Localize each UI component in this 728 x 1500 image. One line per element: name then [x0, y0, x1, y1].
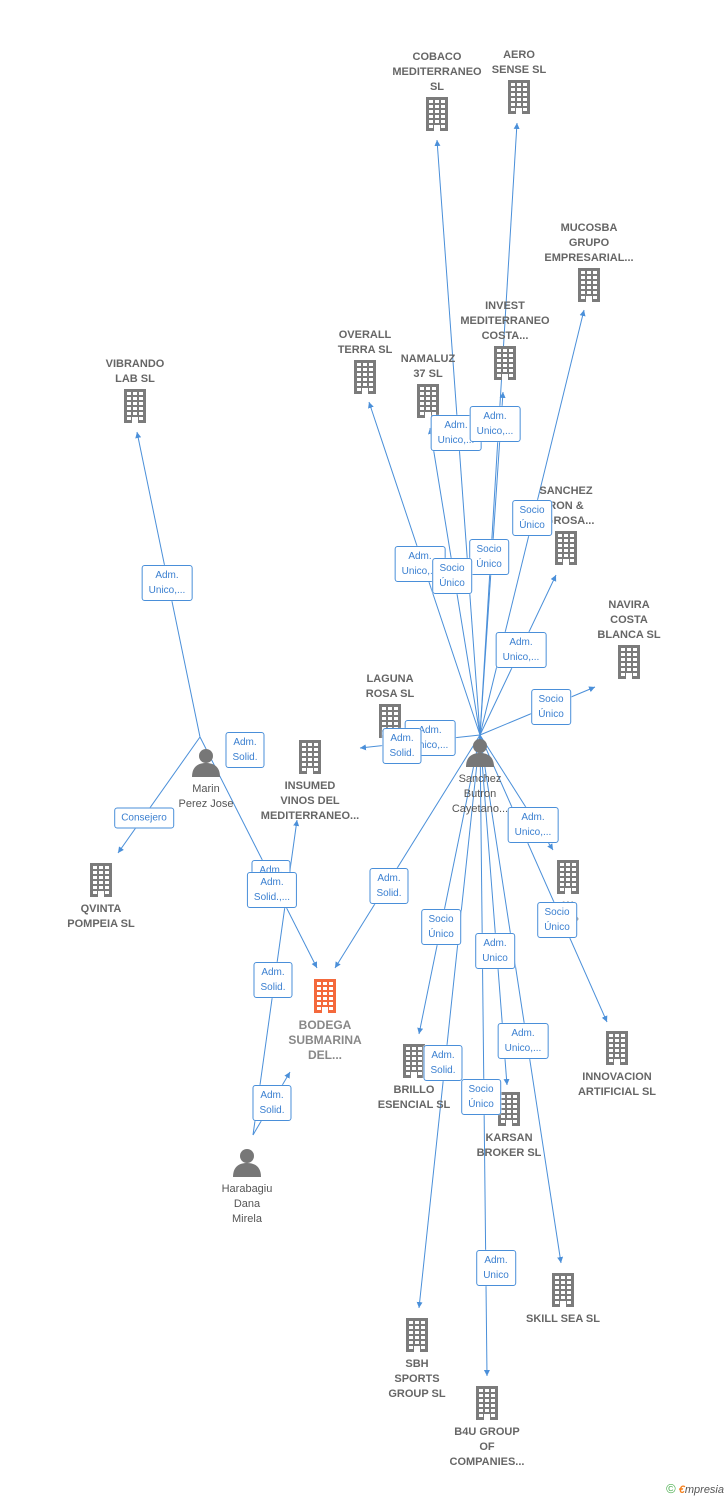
- node-label: Sanchez Butron Cayetano...: [451, 773, 509, 815]
- person-icon: [177, 1147, 317, 1182]
- relation-badge[interactable]: Socio Único: [461, 1079, 501, 1115]
- node-qvinta[interactable]: QVINTA POMPEIA SL: [31, 861, 171, 932]
- building-icon: [559, 643, 699, 684]
- edge-sanchez-to-sbh: [416, 734, 481, 1309]
- node-label: COBACO MEDITERRANEO SL: [392, 51, 482, 93]
- relation-badge[interactable]: Adm. Solid.,...: [246, 872, 298, 908]
- node-innovacion[interactable]: INNOVACION ARTIFICIAL SL: [547, 1029, 687, 1100]
- building-icon: [295, 358, 435, 399]
- edge-sanchez-to-innovacion: [479, 734, 608, 1023]
- relation-badge[interactable]: Adm. Solid.: [423, 1045, 463, 1081]
- node-overall[interactable]: OVERALL TERRA SL: [295, 328, 435, 399]
- relation-badge[interactable]: Adm. Unico: [475, 933, 515, 969]
- node-namaluz[interactable]: NAMALUZ 37 SL: [358, 352, 498, 423]
- node-navira[interactable]: NAVIRA COSTA BLANCA SL: [559, 598, 699, 684]
- node-harabagiu[interactable]: Harabagiu Dana Mirela: [177, 1147, 317, 1227]
- relation-badge[interactable]: Socio Único: [469, 539, 509, 575]
- node-skill[interactable]: SKILL SEA SL: [493, 1271, 633, 1327]
- building-icon: [439, 1090, 579, 1131]
- node-label: BRILLO ESENCIAL SL: [377, 1084, 451, 1111]
- copyright-icon: ©: [666, 1481, 676, 1496]
- edge-marin-to-qvinta: [117, 736, 201, 854]
- node-sanchezb[interactable]: SANCHEZ RON & EGROSA...: [496, 484, 636, 570]
- building-icon: [31, 861, 171, 902]
- brand-footer: © €mpresia: [666, 1481, 724, 1496]
- relation-badge[interactable]: Socio Único: [512, 500, 552, 536]
- relation-badge[interactable]: Adm. Unico,...: [141, 565, 193, 601]
- building-icon: [240, 738, 380, 779]
- building-icon: [347, 1316, 487, 1357]
- building-icon: [367, 95, 507, 136]
- node-label: VIBRANDO LAB SL: [105, 358, 165, 385]
- node-sbh[interactable]: SBH SPORTS GROUP SL: [347, 1316, 487, 1402]
- building-icon: [417, 1384, 557, 1425]
- node-label: INSUMED VINOS DEL MEDITERRANEO...: [260, 780, 360, 822]
- node-vibrando[interactable]: VIBRANDO LAB SL: [65, 357, 205, 428]
- building-icon: [435, 344, 575, 385]
- building-icon: [449, 78, 589, 119]
- node-label: AERO SENSE SL: [491, 49, 547, 76]
- relation-badge[interactable]: Adm. Solid.: [252, 1085, 292, 1121]
- building-icon: [255, 977, 395, 1018]
- relation-badge[interactable]: Socio Único: [421, 909, 461, 945]
- relation-badge[interactable]: Socio Único: [432, 558, 472, 594]
- relation-badge[interactable]: Adm. Unico,...: [507, 807, 559, 843]
- relation-badge[interactable]: Adm. Unico,...: [469, 406, 521, 442]
- edge-sanchez-to-brillo: [417, 734, 481, 1035]
- node-insumed[interactable]: INSUMED VINOS DEL MEDITERRANEO...: [240, 738, 380, 824]
- node-b4u[interactable]: B4U GROUP OF COMPANIES...: [417, 1384, 557, 1470]
- node-invest[interactable]: INVEST MEDITERRANEO COSTA...: [435, 299, 575, 385]
- building-icon: [496, 529, 636, 570]
- node-sanchez[interactable]: Sanchez Butron Cayetano...: [410, 737, 550, 817]
- edge-sanchez-to-bodega: [334, 734, 481, 969]
- building-icon: [498, 858, 638, 899]
- building-icon: [493, 1271, 633, 1312]
- node-label: B4U GROUP OF COMPANIES...: [449, 1426, 525, 1468]
- node-label: SBH SPORTS GROUP SL: [388, 1358, 446, 1400]
- node-label: LAGUNA ROSA SL: [365, 673, 415, 700]
- brand-logo-letter: €: [678, 1484, 685, 1496]
- node-karsan[interactable]: KARSAN BROKER SL: [439, 1090, 579, 1161]
- node-label: INNOVACION ARTIFICIAL SL: [577, 1071, 656, 1098]
- node-label: BODEGA SUBMARINA DEL...: [288, 1018, 362, 1062]
- relation-badge[interactable]: Adm. Unico,...: [497, 1023, 549, 1059]
- node-marin[interactable]: Marin Perez Jose: [136, 747, 276, 812]
- building-icon: [65, 387, 205, 428]
- node-label: Harabagiu Dana Mirela: [221, 1183, 273, 1225]
- building-icon: [344, 1042, 484, 1083]
- person-icon: [136, 747, 276, 782]
- relation-badge[interactable]: Adm. Unico: [476, 1250, 516, 1286]
- node-label: MUCOSBA GRUPO EMPRESARIAL...: [544, 222, 634, 264]
- node-label: QVINTA POMPEIA SL: [67, 903, 135, 930]
- relation-badge[interactable]: Socio Único: [537, 902, 577, 938]
- node-aero[interactable]: AERO SENSE SL: [449, 48, 589, 119]
- node-cobaco[interactable]: COBACO MEDITERRANEO SL: [367, 50, 507, 136]
- node-label: NAMALUZ 37 SL: [400, 353, 456, 380]
- node-label: Marin Perez Jose: [178, 783, 234, 810]
- relation-badge[interactable]: Consejero: [114, 807, 174, 829]
- building-icon: [519, 266, 659, 307]
- node-label: NAVIRA COSTA BLANCA SL: [597, 599, 661, 641]
- node-label: KARSAN BROKER SL: [476, 1132, 542, 1159]
- relation-badge[interactable]: Adm. Solid.: [369, 868, 409, 904]
- relation-badge[interactable]: Adm. Unico,...: [404, 720, 456, 756]
- relation-badge[interactable]: Adm. Unico,...: [495, 632, 547, 668]
- relation-badge[interactable]: Adm. Solid.: [253, 962, 293, 998]
- relation-badge[interactable]: Adm. Solid.: [382, 728, 422, 764]
- node-label: SKILL SEA SL: [526, 1313, 600, 1325]
- building-icon: [358, 382, 498, 423]
- node-label: OVERALL TERRA SL: [337, 329, 393, 356]
- node-label: INVEST MEDITERRANEO COSTA...: [460, 300, 550, 342]
- brand-logo-text: mpresia: [684, 1484, 724, 1496]
- relation-badge[interactable]: Adm. Solid.: [225, 732, 265, 768]
- relation-badge[interactable]: Socio Único: [531, 689, 571, 725]
- node-brillo[interactable]: BRILLO ESENCIAL SL: [344, 1042, 484, 1113]
- node-mucosba[interactable]: MUCOSBA GRUPO EMPRESARIAL...: [519, 221, 659, 307]
- building-icon: [547, 1029, 687, 1070]
- edge-sanchez-to-skill: [479, 734, 564, 1264]
- node-bodega[interactable]: BODEGA SUBMARINA DEL...: [255, 977, 395, 1063]
- node-label: SANCHEZ RON & EGROSA...: [537, 485, 595, 527]
- person-icon: [410, 737, 550, 772]
